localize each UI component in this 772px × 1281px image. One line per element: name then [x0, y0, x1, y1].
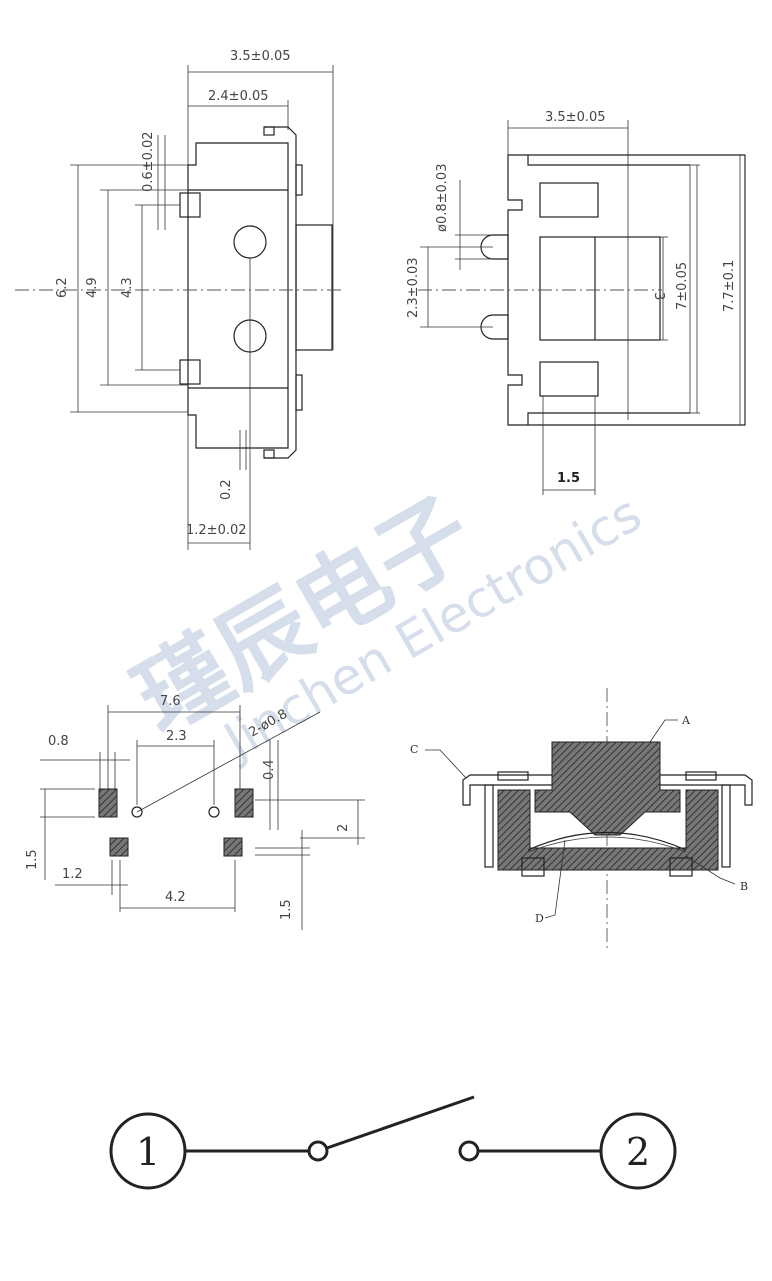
switch-schematic: 1 2 [109, 1095, 677, 1190]
cross-section: A C B D [410, 688, 753, 950]
pad-right-top [234, 788, 254, 818]
top-view: 3.5±0.05 2.4±0.05 6.2 4.9 4.3 [15, 49, 345, 550]
pad-right-bottom [223, 837, 243, 857]
terminal-1-label: 1 [136, 1130, 160, 1174]
hole-left [131, 806, 143, 818]
dim-pin-width: 0.6±0.02 [141, 131, 156, 192]
terminal-2-circle [599, 1112, 677, 1190]
dim-pad-height: 1.5 [25, 849, 40, 870]
dim-lead-length: 1.2±0.02 [186, 523, 247, 538]
dim-inner-height: 3 [651, 292, 666, 300]
dim-height-total: 6.2 [55, 277, 70, 298]
dim-width-body: 2.4±0.05 [208, 89, 269, 104]
dim-total-height: 7.7±0.1 [722, 260, 737, 312]
dim-height-2: 2 [336, 824, 351, 832]
dim-pin-pitch: 4.3 [120, 277, 135, 298]
dim-side-width: 3.5±0.05 [545, 110, 606, 125]
hole-right [208, 806, 220, 818]
switch-contact-right [458, 1140, 480, 1162]
dim-pad-height-bottom: 1.5 [279, 899, 294, 920]
dim-pad-width: 1.5 [557, 471, 580, 486]
label-b: B [740, 880, 748, 893]
dim-hole-spacing: 2.3 [166, 729, 187, 744]
pad-left-top [98, 788, 118, 818]
dim-pin-spacing: 2.3±0.03 [406, 257, 421, 318]
switch-contact-left [307, 1140, 329, 1162]
label-c: C [410, 743, 418, 756]
dim-width-total: 3.5±0.05 [230, 49, 291, 64]
label-a: A [681, 714, 691, 727]
dim-total-length: 7.6 [160, 694, 181, 709]
dim-lead-thickness: 0.2 [219, 479, 234, 500]
dim-pad-width: 0.8 [48, 734, 69, 749]
label-d: D [535, 912, 544, 925]
dim-pad-span: 4.2 [165, 890, 186, 905]
switch-lever [326, 1095, 475, 1150]
side-view: 3.5±0.05 ø0.8±0.03 2.3±0.03 3 7±0.05 [406, 110, 746, 495]
terminal-2-label: 2 [626, 1130, 650, 1174]
pad-left-bottom [109, 837, 129, 857]
dim-height-mid: 4.9 [85, 277, 100, 298]
dim-pin-diameter: ø0.8±0.03 [435, 164, 450, 232]
dim-pad-gap: 0.4 [262, 759, 277, 780]
watermark: 瑾辰电子 Jinchen Electronics [118, 477, 651, 771]
dim-pad-offset: 1.2 [62, 867, 83, 882]
dim-body-height: 7±0.05 [675, 262, 690, 310]
